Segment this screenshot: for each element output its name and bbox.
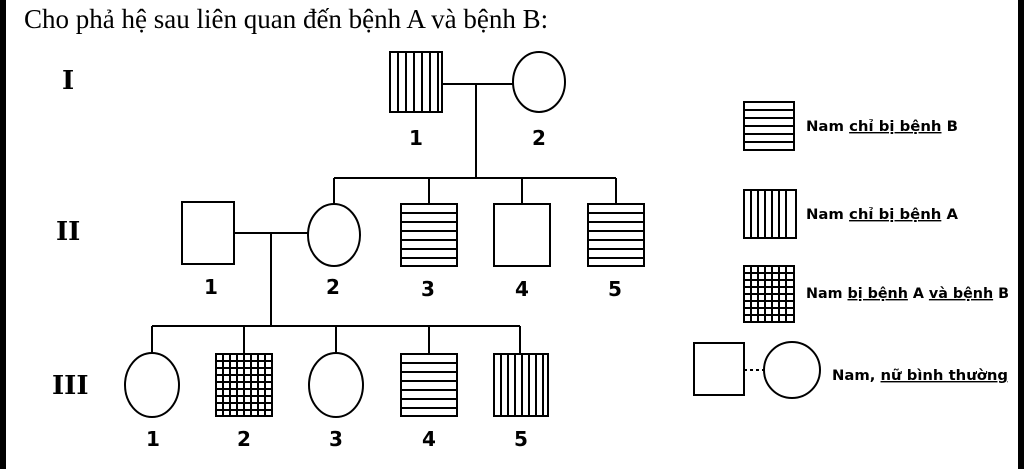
gen1-female-2 bbox=[512, 51, 566, 113]
gen3-male-4 bbox=[400, 326, 458, 417]
gen3-number-2: 2 bbox=[237, 427, 251, 451]
gen3-male-5 bbox=[493, 326, 549, 417]
gen3-number-4: 4 bbox=[422, 427, 436, 451]
gen1-male-1 bbox=[389, 51, 443, 113]
gen-label-3: III bbox=[52, 371, 89, 401]
gen2-number-2: 2 bbox=[326, 275, 340, 299]
legend-text-normal: Nam, nữ bình thường bbox=[832, 368, 1008, 384]
legend-symbol-vertical bbox=[743, 189, 797, 239]
gen2-male-1 bbox=[181, 201, 235, 265]
gen3-number-3: 3 bbox=[329, 427, 343, 451]
legend-symbol-normal bbox=[693, 341, 821, 399]
gen3-male-2 bbox=[215, 326, 273, 417]
gen2-male-5 bbox=[587, 178, 645, 267]
gen-label-1: I bbox=[62, 66, 74, 96]
pedigree-diagram: I II III 1 2 1 2 3 4 5 1 2 3 4 5 Nam chỉ… bbox=[52, 51, 1009, 451]
gen3-number-1: 1 bbox=[146, 427, 160, 451]
gen3-number-5: 5 bbox=[514, 427, 528, 451]
pedigree-page: Cho phả hệ sau liên quan đến bệnh A và b… bbox=[6, 0, 1018, 469]
page-title: Cho phả hệ sau liên quan đến bệnh A và b… bbox=[24, 4, 549, 34]
gen2-female-2 bbox=[307, 203, 361, 267]
gen2-number-1: 1 bbox=[204, 275, 218, 299]
gen3-female-1 bbox=[124, 326, 180, 418]
legend-text-a: Nam chỉ bị bệnh A bbox=[806, 207, 958, 223]
gen3-female-3 bbox=[308, 326, 364, 418]
gen2-number-5: 5 bbox=[608, 277, 622, 301]
legend-text-ab: Nam bị bệnh A và bệnh B bbox=[806, 286, 1009, 302]
legend-symbol-horizontal bbox=[743, 101, 795, 151]
gen2-number-3: 3 bbox=[421, 277, 435, 301]
legend-symbol-grid bbox=[743, 265, 795, 323]
legend-text-b: Nam chỉ bị bệnh B bbox=[806, 119, 958, 135]
gen1-number-1: 1 bbox=[409, 126, 423, 150]
gen2-male-3 bbox=[400, 178, 458, 267]
gen1-number-2: 2 bbox=[532, 126, 546, 150]
gen-label-2: II bbox=[56, 217, 80, 247]
gen2-number-4: 4 bbox=[515, 277, 529, 301]
gen2-male-4 bbox=[493, 178, 551, 267]
